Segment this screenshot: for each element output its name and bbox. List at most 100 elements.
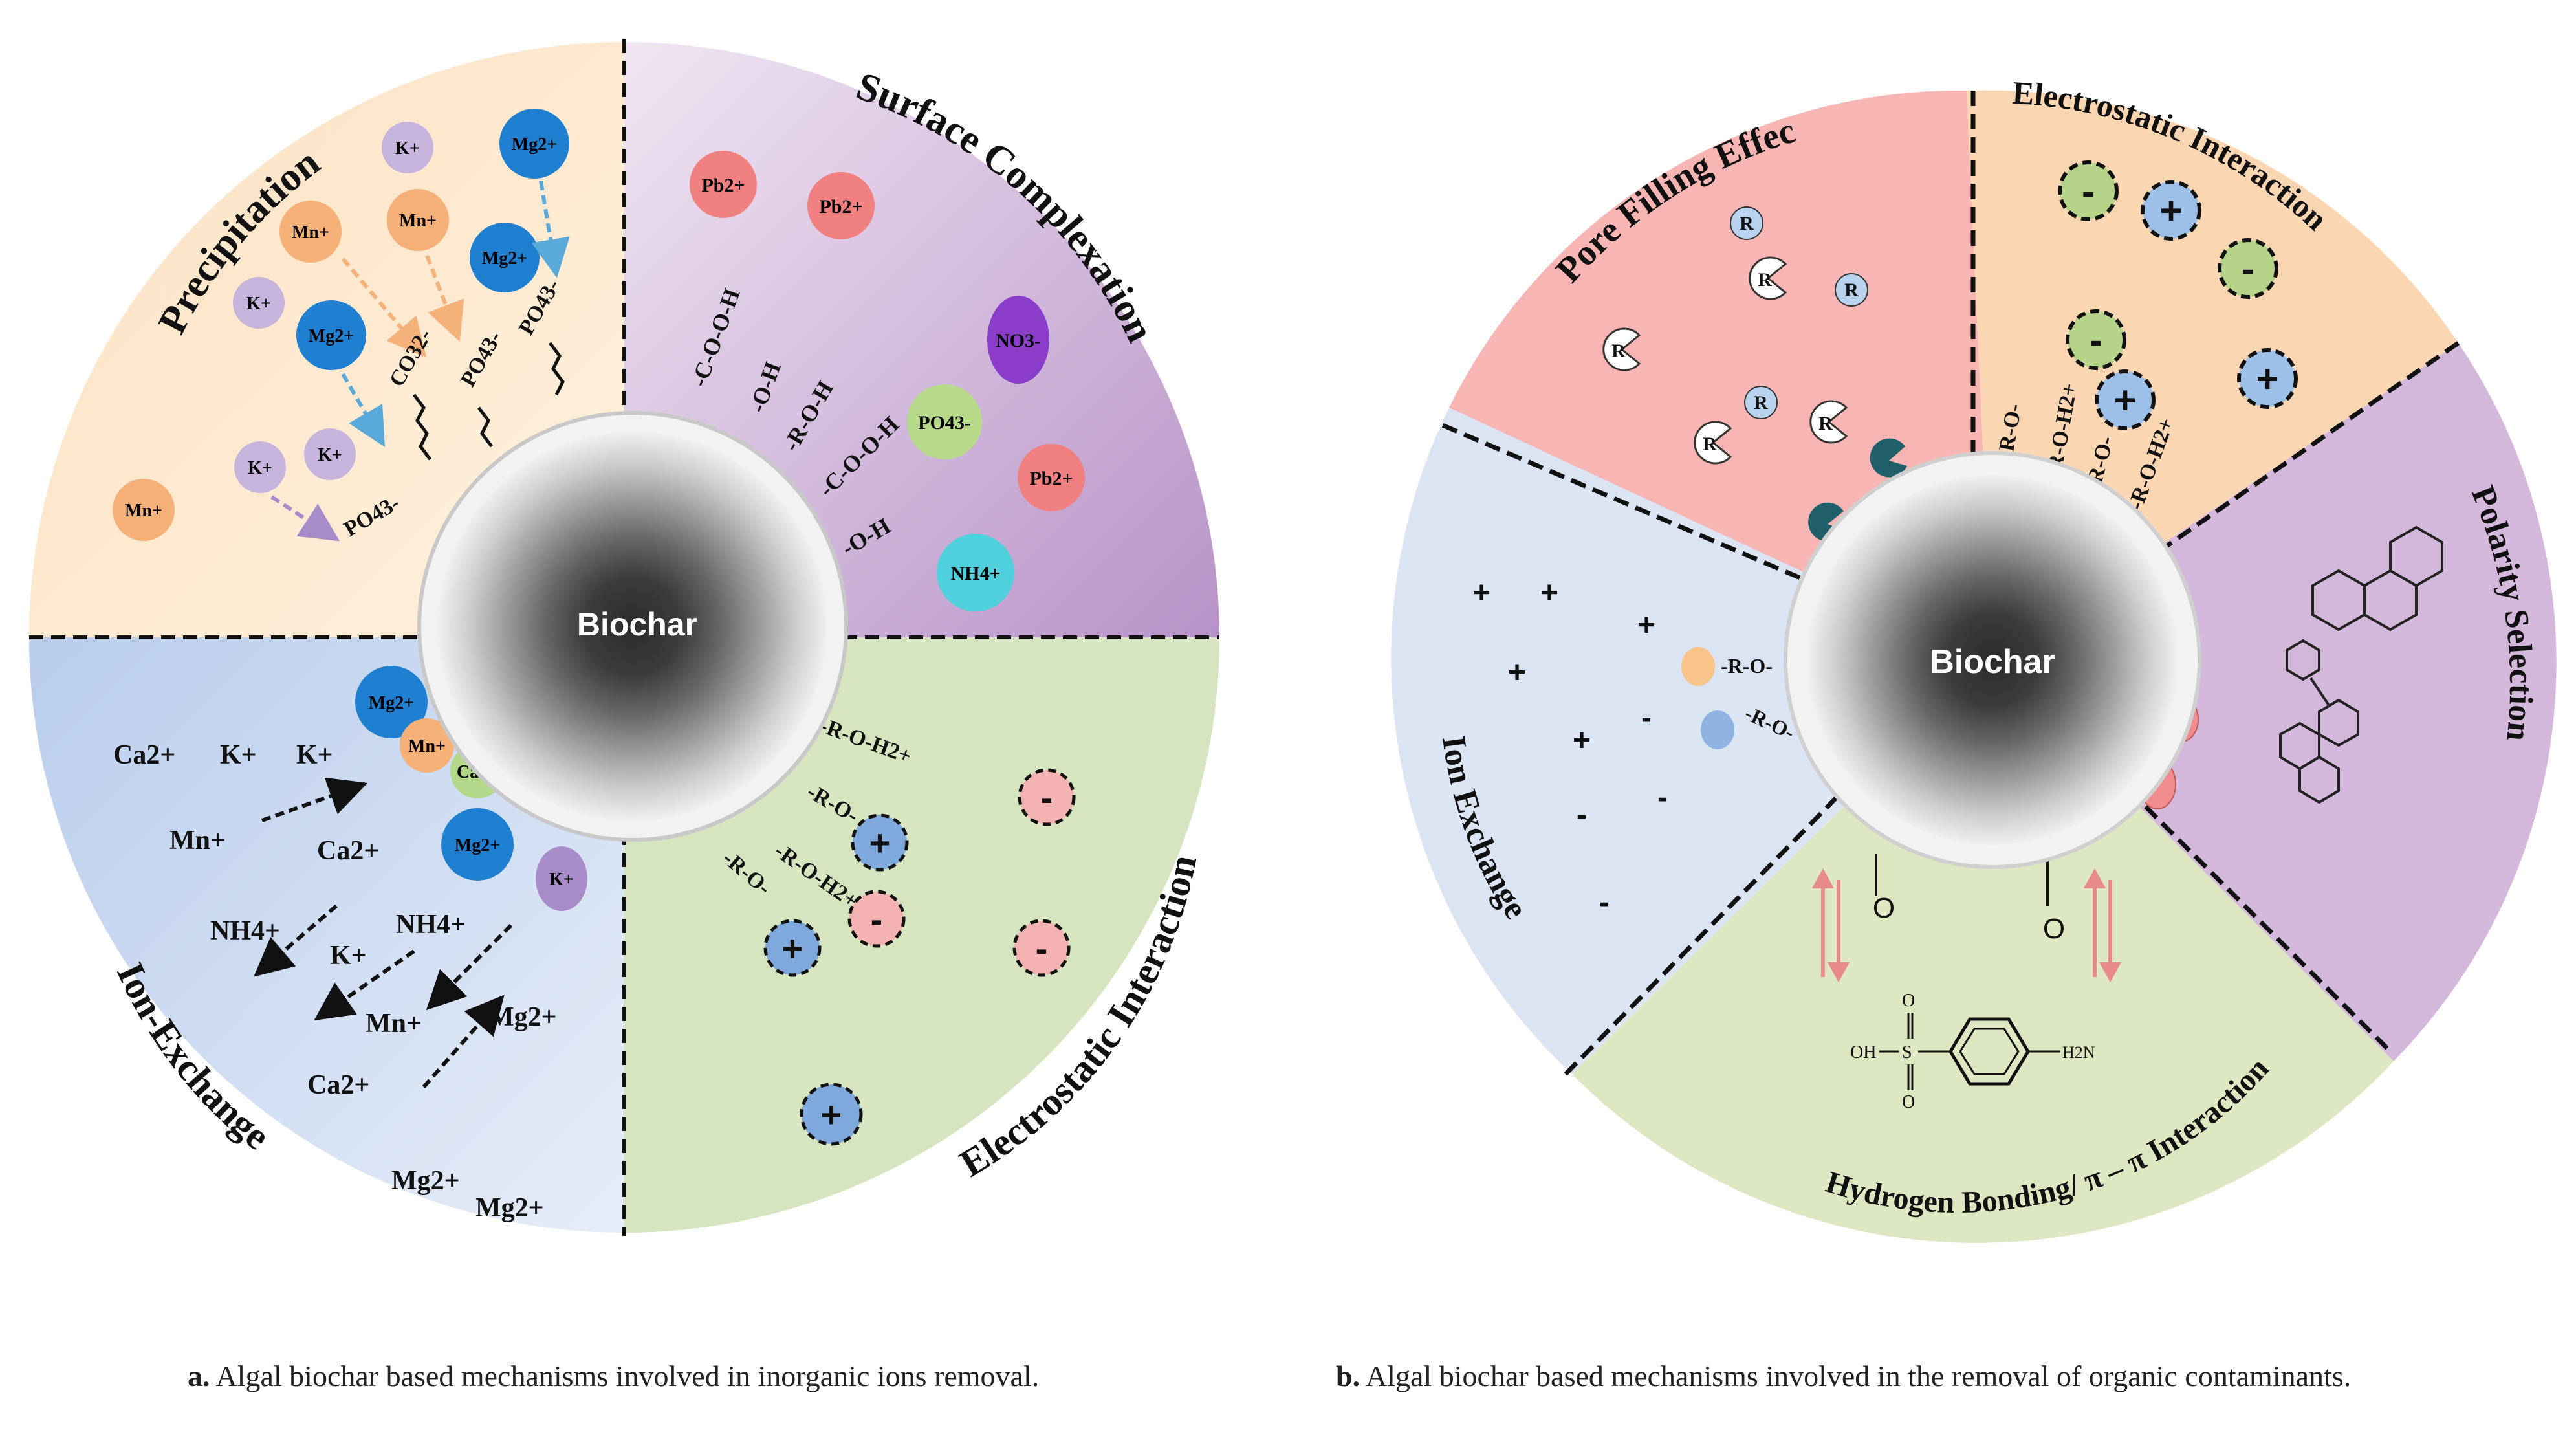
svg-text:+: +	[821, 1094, 842, 1135]
ion-pb: Pb2+	[807, 172, 875, 239]
electro-charges-b: - + - - + +	[2058, 160, 2298, 430]
svg-text:+: +	[2113, 379, 2136, 422]
plus-charge: +	[1508, 655, 1526, 690]
ionex-charges-b: + + + + - + - - -	[1472, 576, 1668, 919]
ion-mg: Mg2+	[355, 666, 428, 738]
ion-k: K+	[234, 441, 286, 493]
phenylnaphthalene-icon	[2279, 639, 2359, 804]
ion-k: K+	[536, 846, 587, 911]
svg-text:R: R	[1740, 213, 1754, 234]
minus-charge: -	[1641, 701, 1652, 735]
ion-label: Mg2+	[391, 1166, 460, 1196]
o-label: O	[1873, 892, 1895, 924]
plus-charge: +	[1637, 608, 1655, 643]
caption-b: b. Algal biochar based mechanisms involv…	[1336, 1359, 2351, 1393]
ion-k: K+	[382, 122, 433, 173]
charge-positive: +	[851, 813, 909, 872]
pore-pacman-teal	[1870, 438, 1907, 478]
charge-positive: +	[2141, 180, 2201, 241]
biochar-core-a: Biochar	[417, 411, 848, 842]
svg-text:Mg2+: Mg2+	[482, 248, 527, 269]
svg-text:S: S	[1902, 1042, 1912, 1062]
biochar-core-b: Biochar	[1784, 451, 2201, 869]
svg-text:Pb2+: Pb2+	[819, 196, 862, 217]
ion-label: NH4+	[210, 916, 280, 946]
r-molecule: R	[1835, 273, 1868, 307]
caption-b-text: Algal biochar based mechanisms involved …	[1360, 1359, 2352, 1392]
charge-negative: -	[847, 890, 906, 948]
svg-text:OH: OH	[1850, 1042, 1876, 1062]
svg-text:K+: K+	[246, 294, 271, 314]
orange-site	[1681, 647, 1715, 686]
svg-text:K+: K+	[549, 870, 574, 890]
precip-ions: K+ Mg2+ Mn+ Mn+ Mg2+ K+ Mg2+ K+ K+ Mn+	[113, 109, 569, 541]
sector-polarity	[1992, 343, 2557, 1061]
svg-text:-: -	[871, 899, 883, 940]
ion-mg: Mg2+	[296, 300, 366, 370]
caption-a-label: a.	[188, 1359, 210, 1392]
ion-no3: NO3-	[987, 296, 1049, 384]
ion-label: Ca2+	[113, 740, 175, 770]
sector-hbond	[1572, 660, 2394, 1243]
svg-text:+: +	[2256, 357, 2278, 401]
ion-mn: Mn+	[400, 718, 454, 773]
svg-text:Pb2+: Pb2+	[1029, 468, 1073, 489]
svg-text:+: +	[782, 928, 803, 969]
charge-positive: +	[2095, 369, 2156, 430]
svg-text:R: R	[1758, 269, 1772, 291]
svg-text:K+: K+	[318, 445, 342, 465]
r-molecule-pac: R	[1749, 256, 1787, 300]
ion-mn: Mn+	[279, 201, 342, 263]
blue-site	[1701, 710, 1734, 749]
ionex-arrows	[254, 777, 513, 1088]
svg-text:O: O	[1902, 991, 1915, 1011]
svg-text:R: R	[1818, 413, 1833, 434]
svg-text:-: -	[1041, 777, 1053, 818]
ion-label: Mn+	[366, 1009, 422, 1039]
pore-r-markers: R R R R R R R	[1602, 206, 1907, 542]
svg-text:Mg2+: Mg2+	[455, 835, 500, 855]
svg-text:R: R	[1703, 434, 1717, 455]
r-molecule-pac: R	[1694, 421, 1732, 465]
svg-text:+: +	[2159, 189, 2182, 232]
svg-text:Mn+: Mn+	[292, 223, 329, 243]
svg-text:Mg2+: Mg2+	[369, 693, 414, 713]
hbond-o-labels: O O	[1873, 854, 2065, 945]
caption-b-label: b.	[1336, 1359, 1360, 1392]
r-molecule: R	[1730, 206, 1763, 240]
svg-text:+: +	[869, 822, 891, 863]
charge-negative: -	[2066, 309, 2126, 370]
svg-text:R: R	[1844, 280, 1859, 301]
svg-text:Mn+: Mn+	[125, 501, 162, 521]
charge-positive: +	[2237, 348, 2298, 409]
r-molecule-pac: R	[1602, 327, 1641, 371]
svg-text:K+: K+	[248, 458, 272, 478]
o-label: O	[2043, 913, 2065, 945]
charge-negative: -	[1012, 919, 1071, 977]
ion-mn: Mn+	[113, 479, 175, 541]
ion-label: K+	[296, 740, 333, 770]
ion-pb: Pb2+	[1018, 444, 1085, 511]
sulfanilic-acid-icon: OH S O O H2N	[1850, 991, 2095, 1112]
charge-negative: -	[2218, 238, 2278, 299]
ion-po4: PO43-	[907, 384, 982, 459]
ion-label: Ca2+	[307, 1070, 369, 1100]
charge-positive: +	[763, 919, 822, 977]
svg-text:Mn+: Mn+	[408, 736, 446, 756]
ion-k: K+	[304, 428, 356, 480]
charge-negative: -	[1018, 768, 1076, 826]
svg-text:Mg2+: Mg2+	[309, 326, 354, 346]
svg-text:K+: K+	[395, 138, 420, 159]
ionex-surface-ions: Mg2+ Mn+ Ca2+ Mg2+ K+	[355, 666, 587, 911]
minus-charge: -	[1599, 885, 1610, 919]
plus-charge: +	[1540, 576, 1558, 610]
ion-mg: Mg2+	[499, 109, 569, 179]
svg-text:H2N: H2N	[2062, 1043, 2095, 1062]
precip-squiggles	[413, 342, 565, 461]
svg-text:NO3-: NO3-	[996, 330, 1041, 351]
svg-text:R: R	[1611, 340, 1626, 362]
svg-text:Mn+: Mn+	[399, 211, 437, 231]
svg-text:-: -	[2082, 170, 2095, 213]
ion-label: K+	[220, 740, 257, 770]
